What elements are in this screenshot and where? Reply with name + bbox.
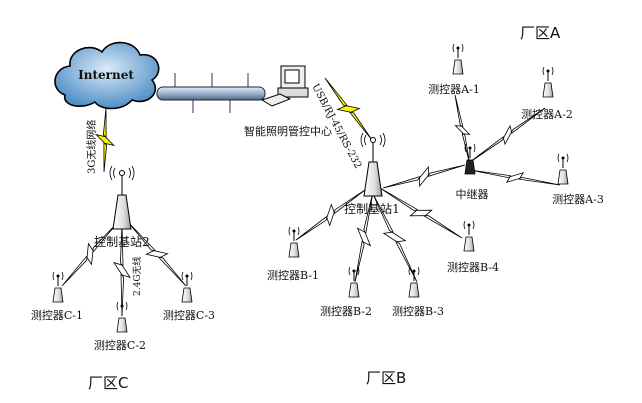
device-tower-icon — [408, 282, 420, 298]
base-tower-icon — [363, 161, 383, 197]
control-base-station-1 — [360, 132, 386, 197]
link-base1-b1 — [295, 189, 366, 241]
antenna-tip-icon — [561, 156, 565, 160]
device-tower-icon — [542, 82, 554, 98]
antenna-tip-icon — [185, 274, 189, 278]
device-b4: 测控器B-4 — [447, 220, 499, 274]
signal-waves-icon — [52, 271, 64, 281]
device-b2: 测控器B-2 — [320, 266, 372, 318]
signal-waves-icon — [557, 153, 569, 163]
signal-waves-icon — [181, 271, 193, 281]
device-label: 测控器C-1 — [31, 308, 83, 322]
device-label: 测控器C-2 — [94, 338, 146, 352]
device-tower-icon — [288, 242, 300, 258]
device-tower-icon — [464, 159, 476, 175]
device-label: 测控器B-2 — [320, 304, 372, 318]
device-tower-icon — [463, 236, 475, 252]
device-label: 测控器B-3 — [392, 304, 444, 318]
antenna-tip-icon — [352, 269, 356, 273]
nodes: 控制基站1 控制基站2 中继器 测控器A-1 测控器A-2 测控器A-3 测控器B-4 测控器… — [31, 43, 604, 352]
link-relay-a2 — [469, 107, 546, 163]
link-relay-a3 — [469, 169, 561, 186]
antenna-tip-icon — [120, 304, 124, 308]
device-tower-icon — [557, 169, 569, 185]
antenna-tip-icon — [292, 229, 296, 233]
link-relay-a1 — [454, 94, 471, 166]
3g-network-label: 3G无线网络 — [85, 120, 98, 174]
wireless-links — [61, 77, 561, 317]
antenna-tip-icon — [56, 274, 60, 278]
signal-waves-icon — [464, 143, 476, 153]
device-tower-icon — [348, 282, 360, 298]
link-base1-b3 — [371, 191, 418, 283]
antenna-tip-icon — [456, 46, 460, 50]
device-label: 测控器B-4 — [447, 260, 499, 274]
device-label: 测控器B-1 — [267, 268, 319, 282]
base-tower-icon — [112, 194, 132, 230]
2.4g-wireless-label: 2.4G无线 — [131, 256, 143, 296]
device-c1: 测控器C-1 — [31, 271, 83, 322]
antenna-tip-icon — [412, 269, 416, 273]
signal-waves-icon — [452, 43, 464, 53]
computer-icon — [260, 65, 309, 107]
antenna-tip-icon — [370, 137, 376, 143]
zone-b-label: 厂区B — [366, 369, 406, 387]
signal-waves-icon — [116, 301, 128, 311]
3g-link-bolt — [94, 107, 116, 173]
device-label: 测控器A-3 — [552, 192, 604, 206]
device-b1: 测控器B-1 — [267, 226, 319, 282]
antenna-tip-icon — [467, 223, 471, 227]
device-label: 测控器A-1 — [428, 82, 480, 96]
device-tower-icon — [181, 287, 193, 303]
antenna-tip-icon — [119, 170, 125, 176]
relay — [464, 143, 476, 175]
signal-waves-icon — [463, 220, 475, 230]
device-a3: 测控器A-3 — [552, 153, 604, 206]
base1-label: 控制基站1 — [344, 202, 400, 216]
device-label: 测控器A-2 — [521, 107, 573, 121]
zone-a-label: 厂区A — [520, 24, 561, 42]
internet-cloud: Internet — [54, 41, 160, 110]
link-base1-b4 — [379, 187, 463, 239]
control-center-label: 智能照明管控中心 — [244, 124, 332, 138]
antenna-tip-icon — [468, 146, 472, 150]
link-base2-c3 — [127, 221, 187, 287]
device-a2: 测控器A-2 — [521, 66, 573, 121]
device-tower-icon — [452, 59, 464, 75]
signal-waves-icon — [109, 165, 135, 181]
base2-label: 控制基站2 — [94, 235, 150, 249]
internet-label: Internet — [78, 68, 134, 82]
relay-label: 中继器 — [456, 188, 489, 201]
device-label: 测控器C-3 — [163, 308, 215, 322]
link-base1-relay — [382, 164, 466, 189]
control-base-station-2 — [109, 165, 135, 230]
device-a1: 测控器A-1 — [428, 43, 480, 96]
network-backbone — [156, 73, 266, 113]
link-base2-c1 — [61, 221, 119, 287]
zone-c-label: 厂区C — [88, 374, 128, 392]
device-tower-icon — [116, 317, 128, 333]
signal-waves-icon — [408, 266, 420, 276]
link-base1-b2 — [354, 191, 374, 283]
device-b3: 测控器B-3 — [392, 266, 444, 318]
signal-waves-icon — [542, 66, 554, 76]
antenna-tip-icon — [546, 69, 550, 73]
device-tower-icon — [52, 287, 64, 303]
signal-waves-icon — [288, 226, 300, 236]
device-c2: 测控器C-2 — [94, 301, 146, 352]
signal-waves-icon — [348, 266, 360, 276]
device-c3: 测控器C-3 — [163, 271, 215, 322]
signal-waves-icon — [360, 132, 386, 148]
